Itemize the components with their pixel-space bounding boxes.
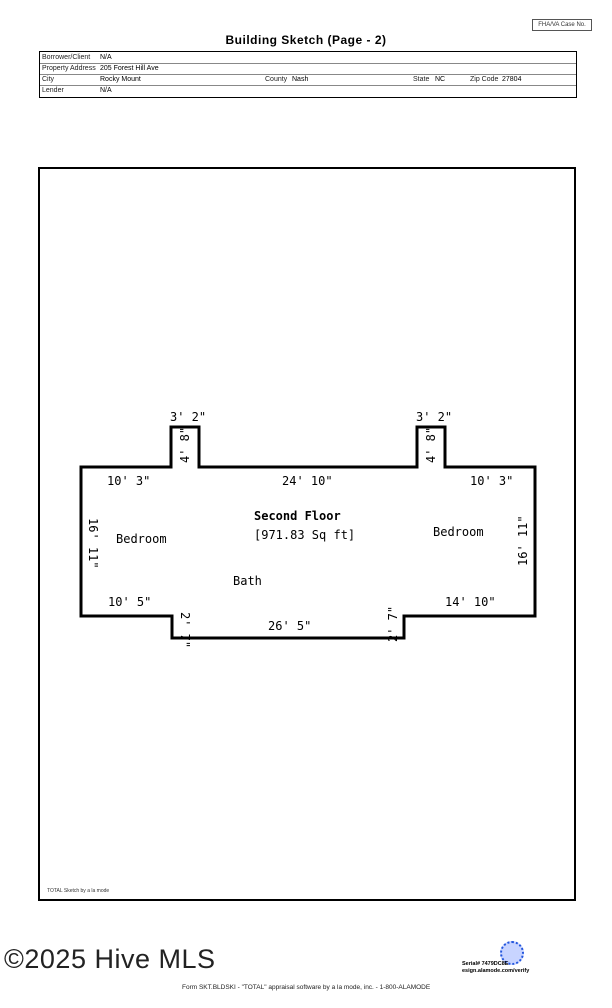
property-info-table: Borrower/Client N/A Property Address 205… bbox=[39, 51, 577, 98]
lender-value: N/A bbox=[100, 87, 112, 94]
dimension-label: 16' 11" bbox=[86, 518, 100, 569]
address-label: Property Address bbox=[42, 65, 96, 72]
serial-number: Serial# 7479DC8E bbox=[462, 961, 509, 967]
dimension-label: 26' 5" bbox=[268, 619, 311, 633]
zip-label: Zip Code bbox=[470, 76, 499, 83]
software-credit: Form SKT.BLDSKI - "TOTAL" appraisal soft… bbox=[182, 984, 431, 991]
county-value: Nash bbox=[292, 76, 309, 83]
lender-label: Lender bbox=[42, 87, 64, 94]
dimension-label: 2' 7" bbox=[386, 606, 400, 642]
dimension-label: 10' 3" bbox=[470, 474, 513, 488]
borrower-value: N/A bbox=[100, 54, 112, 61]
dimension-label: 10' 5" bbox=[108, 595, 151, 609]
address-value: 205 Forest Hill Ave bbox=[100, 65, 159, 72]
dimension-label: 2' 7" bbox=[178, 612, 192, 648]
page-title: Building Sketch (Page - 2) bbox=[225, 33, 387, 47]
floor-outline bbox=[79, 425, 537, 640]
state-label: State bbox=[413, 76, 430, 83]
dimension-label: 3' 2" bbox=[170, 410, 206, 424]
dimension-label: 16' 11" bbox=[516, 515, 530, 566]
room-label: Bath bbox=[233, 574, 262, 588]
sketch-area bbox=[38, 167, 576, 901]
dimension-label: 10' 3" bbox=[107, 474, 150, 488]
zip-value: 27804 bbox=[502, 76, 522, 83]
dimension-label: 3' 2" bbox=[416, 410, 452, 424]
fha-case-number-box: FHA/VA Case No. bbox=[532, 19, 592, 31]
county-label: County bbox=[265, 76, 288, 83]
sketch-credit: TOTAL Sketch by a la mode bbox=[47, 888, 110, 894]
esign-seal-icon bbox=[500, 941, 524, 965]
state-value: NC bbox=[435, 76, 446, 83]
serial-block: Serial# 7479DC8E esign.alamode.com/verif… bbox=[462, 961, 529, 975]
watermark: ©2025 Hive MLS bbox=[4, 944, 216, 974]
city-label: City bbox=[42, 76, 55, 83]
borrower-label: Borrower/Client bbox=[42, 54, 91, 61]
floor-area: [971.83 Sq ft] bbox=[254, 528, 355, 542]
verify-link[interactable]: esign.alamode.com/verify bbox=[462, 968, 530, 974]
city-value: Rocky Mount bbox=[100, 76, 141, 83]
room-label: Bedroom bbox=[433, 525, 484, 539]
dimension-label: 14' 10" bbox=[445, 595, 496, 609]
room-label: Bedroom bbox=[116, 532, 167, 546]
dimension-label: 24' 10" bbox=[282, 474, 333, 488]
dimension-label: 4' 8" bbox=[424, 427, 438, 463]
dimension-label: 4' 8" bbox=[178, 427, 192, 463]
floor-name: Second Floor bbox=[254, 509, 341, 523]
